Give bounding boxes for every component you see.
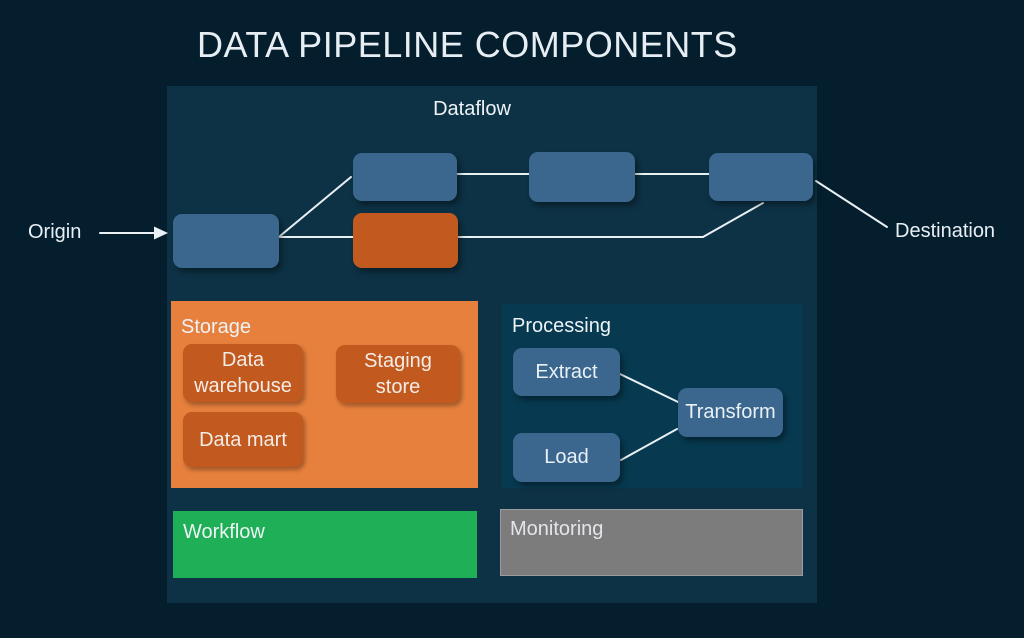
workflow-panel [173, 511, 477, 578]
storage-item-staging-store: Staging store [336, 345, 460, 403]
origin-arrowhead-icon [154, 226, 168, 240]
edge-extract-to-transform [619, 373, 679, 403]
dataflow-panel-label: Dataflow [433, 98, 511, 120]
edge-load-to-transform [620, 428, 678, 461]
processing-node-extract: Extract [513, 348, 620, 396]
workflow-panel-label: Workflow [183, 521, 265, 543]
processing-panel-label: Processing [512, 315, 611, 337]
storage-panel-label: Storage [181, 316, 252, 338]
edge-upper3-to-destination [815, 180, 888, 228]
dataflow-node-lower-orange [353, 213, 458, 268]
monitoring-panel-label: Monitoring [510, 518, 604, 540]
edge-source-to-upper1 [279, 176, 352, 237]
page-title: DATA PIPELINE COMPONENTS [197, 24, 738, 65]
monitoring-panel [500, 509, 803, 576]
dataflow-node-upper-2 [529, 152, 635, 202]
processing-node-transform: Transform [678, 388, 783, 437]
origin-label: Origin [28, 221, 82, 243]
destination-label: Destination [895, 220, 996, 242]
dataflow-node-source [173, 214, 279, 268]
edge-bend-to-upper3 [702, 202, 764, 238]
dataflow-node-upper-3 [709, 153, 813, 201]
dataflow-node-upper-1 [353, 153, 457, 201]
storage-item-data-warehouse: Data warehouse [183, 344, 303, 402]
processing-node-load: Load [513, 433, 620, 482]
storage-item-data-mart: Data mart [183, 412, 303, 467]
